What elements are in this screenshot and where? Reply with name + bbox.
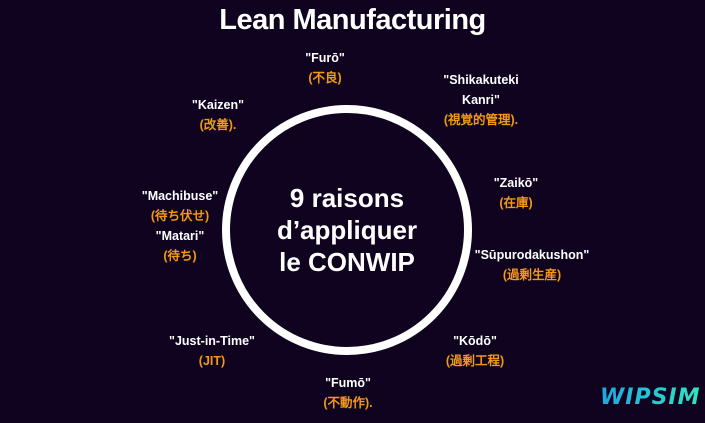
item-shikakuteki-kanri: "Shikakuteki Kanri" (視覚的管理). bbox=[401, 70, 561, 130]
center-title: 9 raisons d’appliquer le CONWIP bbox=[222, 105, 472, 355]
item-romaji: "Just-in-Time" bbox=[169, 334, 255, 348]
item-kodo: "Kōdō" (過剰工程) bbox=[395, 331, 555, 371]
item-romaji: "Machibuse" bbox=[141, 189, 219, 203]
item-romaji: "Matari" bbox=[155, 229, 205, 243]
item-kanji: (視覚的管理). bbox=[443, 113, 519, 127]
item-kanji: (JIT) bbox=[198, 354, 226, 368]
center-circle bbox=[222, 105, 472, 355]
page-title: Lean Manufacturing bbox=[219, 4, 486, 36]
item-romaji: "Fumō" bbox=[325, 376, 371, 390]
item-romaji: "Sūpurodakushon" bbox=[474, 248, 590, 262]
item-just-in-time: "Just-in-Time" (JIT) bbox=[132, 331, 292, 371]
item-supurodakushon: "Sūpurodakushon" (過剰生産) bbox=[452, 245, 612, 285]
item-kanji: (不良) bbox=[308, 71, 342, 85]
item-kanji: (過剰工程) bbox=[445, 354, 505, 368]
item-romaji: "Shikakuteki bbox=[443, 73, 519, 87]
item-romaji: "Furō" bbox=[305, 51, 345, 65]
wipsim-logo: WIPSIM bbox=[600, 385, 701, 410]
item-zaiko: "Zaikō" (在庫) bbox=[436, 173, 596, 213]
item-fumo: "Fumō" (不動作). bbox=[268, 373, 428, 413]
item-romaji: "Kaizen" bbox=[191, 98, 245, 112]
item-romaji: "Kōdō" bbox=[453, 334, 497, 348]
center-line: d’appliquer bbox=[276, 215, 418, 245]
item-romaji: "Zaikō" bbox=[493, 176, 539, 190]
item-machibuse: "Machibuse" (待ち伏せ) "Matari" (待ち) bbox=[100, 186, 260, 266]
item-kanji: (在庫) bbox=[499, 196, 533, 210]
item-kanji: (改善). bbox=[199, 118, 237, 132]
center-line: le CONWIP bbox=[279, 247, 415, 277]
item-furo: "Furō" (不良) bbox=[245, 48, 405, 88]
item-kanji: (過剰生産) bbox=[502, 268, 562, 282]
item-kanji: (待ち) bbox=[163, 249, 197, 263]
item-kaizen: "Kaizen" (改善). bbox=[138, 95, 298, 135]
center-line: 9 raisons bbox=[289, 183, 405, 213]
item-kanji: (待ち伏せ) bbox=[150, 209, 210, 223]
item-romaji: Kanri" bbox=[462, 93, 500, 107]
item-kanji: (不動作). bbox=[323, 396, 373, 410]
